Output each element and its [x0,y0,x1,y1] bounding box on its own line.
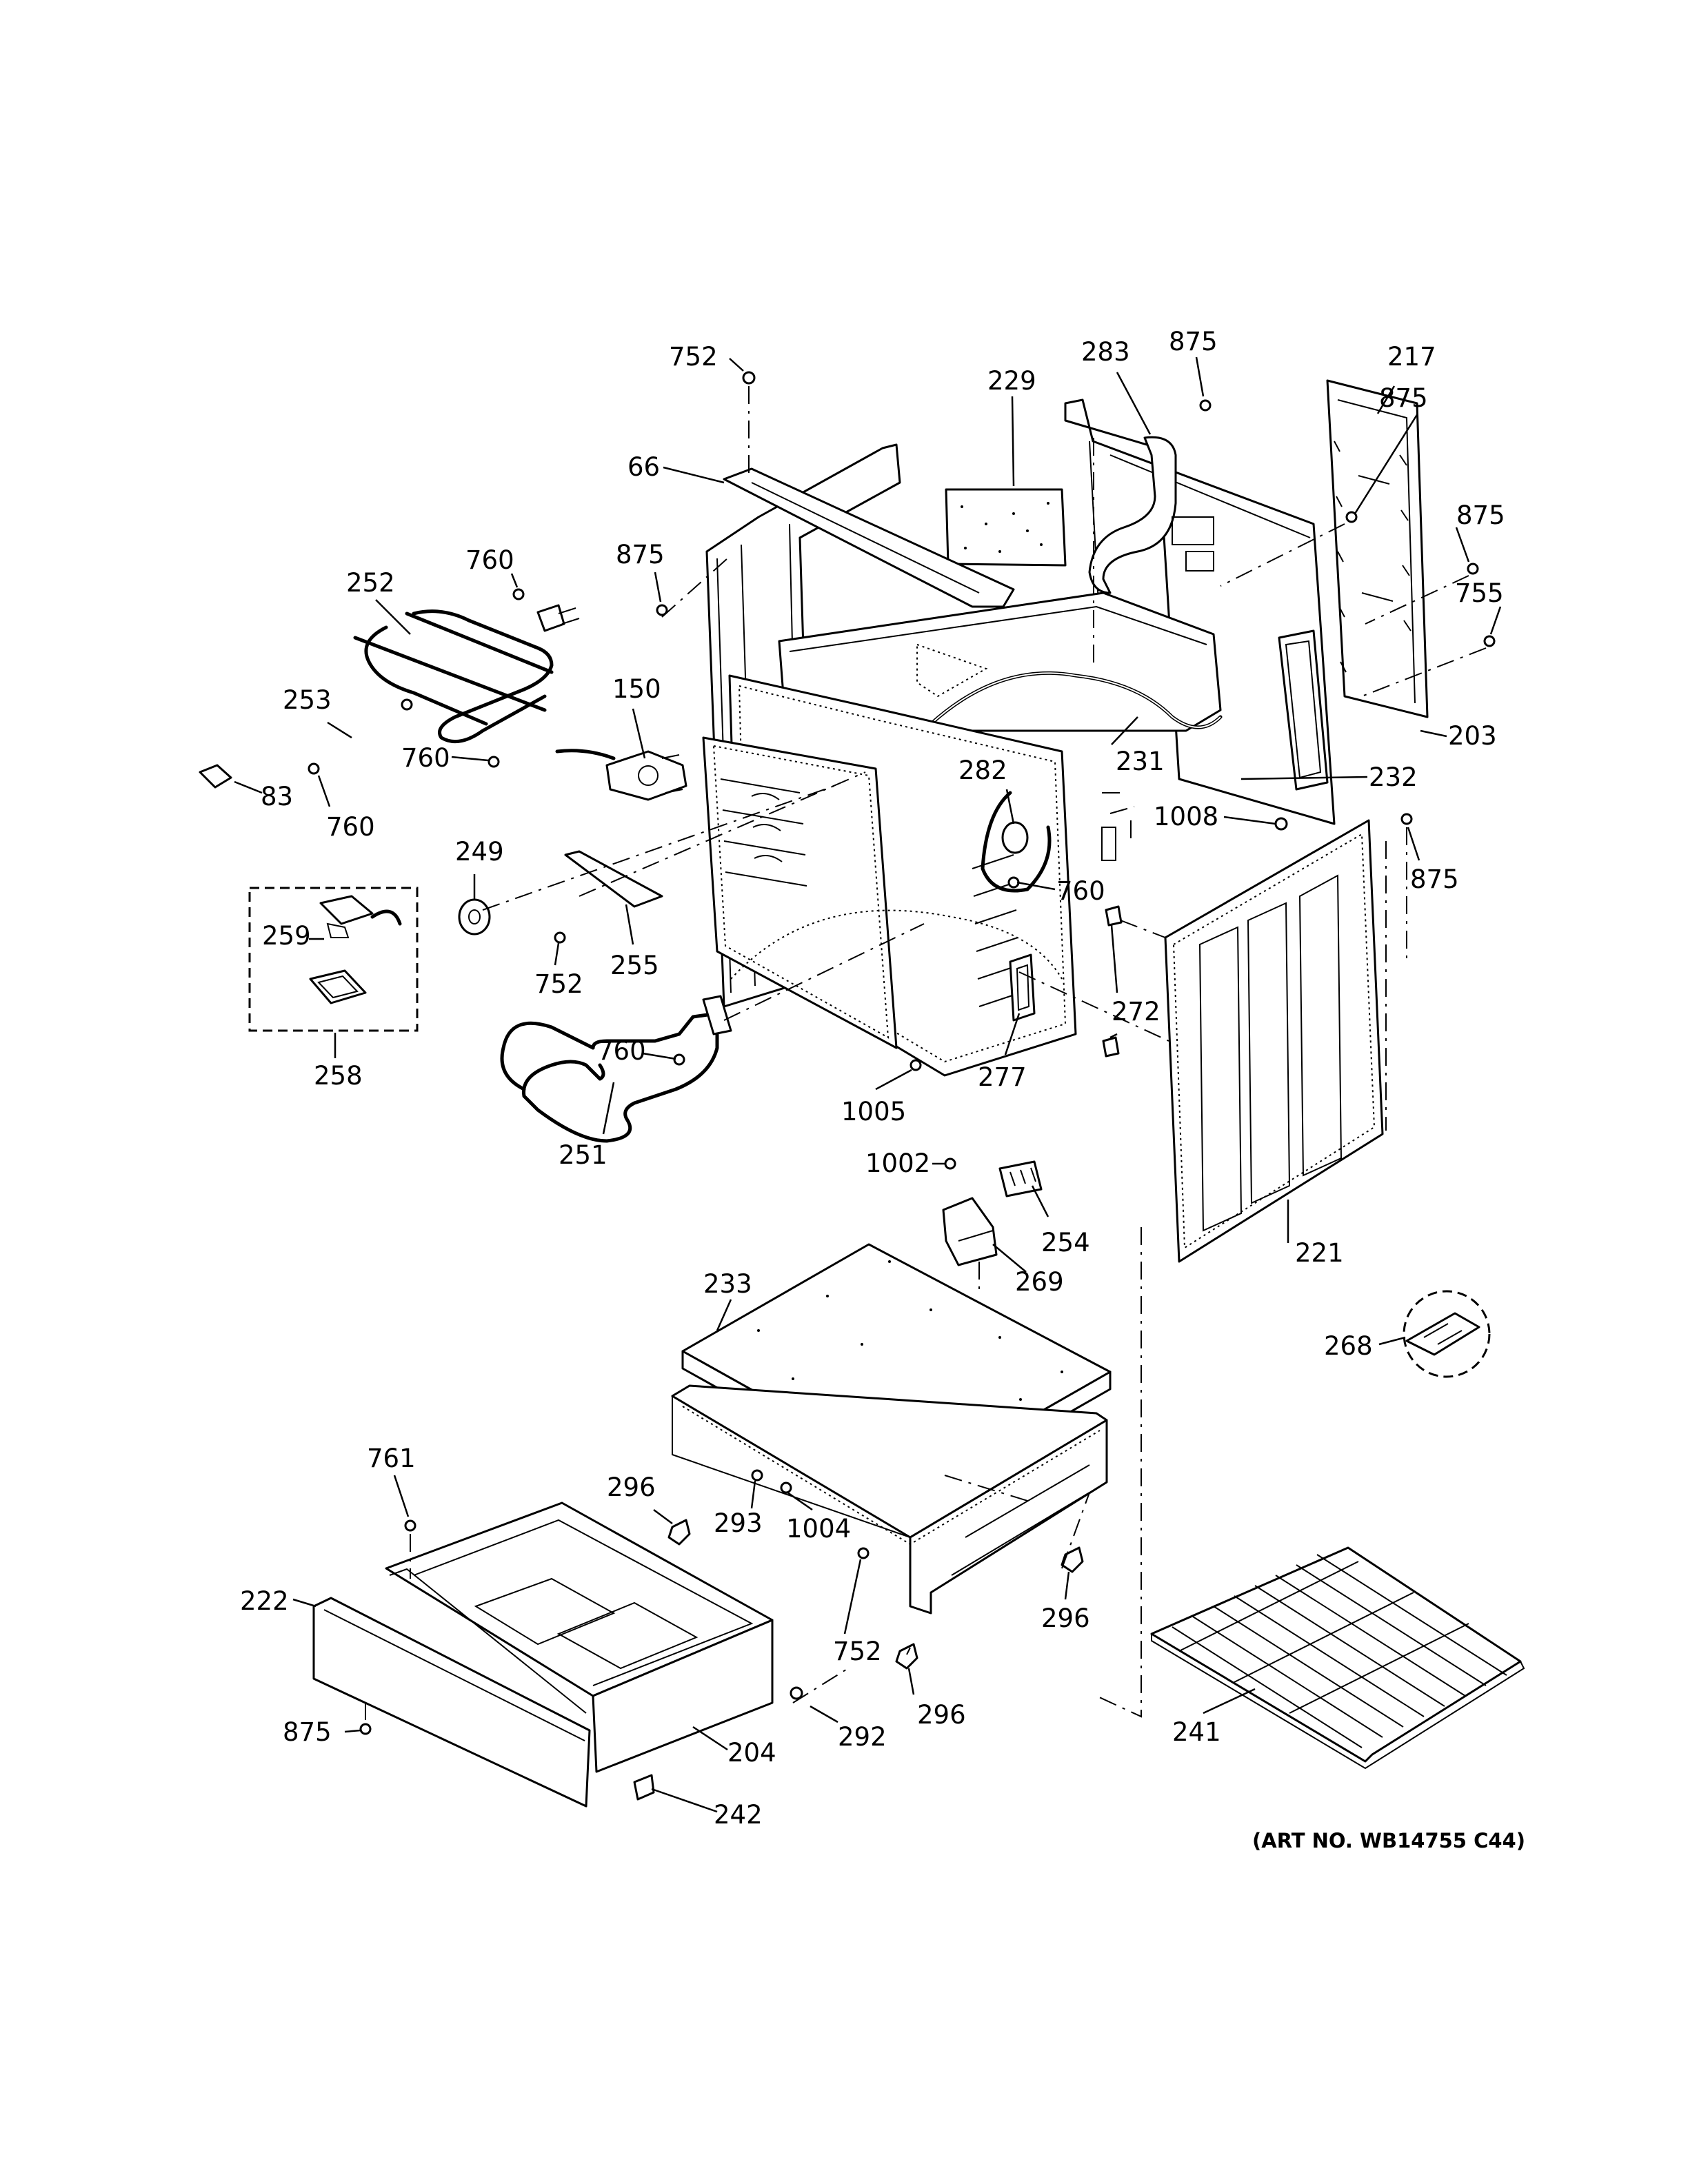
callout-label: 761 [367,1444,416,1473]
oven-sensor [555,749,687,801]
callout-label: 875 [1410,865,1459,894]
callout-label: 875 [1169,327,1218,356]
side-panel [1164,819,1384,1263]
callout-label: 752 [669,342,718,372]
leader-lines [234,356,1502,1813]
callout-label: 1005 [841,1097,906,1126]
broil-element [353,604,580,744]
callout-label: 875 [1456,501,1505,530]
part-83 [199,764,232,789]
bracket-269 [942,1197,998,1266]
callout-label: 255 [610,951,659,980]
terminal-block [981,791,1052,893]
callout-label: 272 [1112,997,1160,1027]
callout-label: 150 [612,674,661,704]
callout-label: 875 [283,1717,332,1747]
storage-drawer [385,1502,774,1773]
callout-label: 252 [346,568,395,598]
callout-label: 283 [1081,337,1130,367]
callout-label: 755 [1455,578,1504,608]
callout-label: 875 [1379,383,1428,413]
callout-label: 293 [714,1508,763,1538]
callout-label: 217 [1387,342,1436,372]
fasteners [308,371,1496,1801]
oven-rack [1150,1546,1525,1770]
art-number: (ART NO. WB14755 C44) [1252,1829,1525,1852]
callout-label: 760 [597,1036,646,1066]
light-kit-box [248,887,419,1032]
bracket-255 [564,850,663,908]
callout-label: 254 [1041,1228,1090,1257]
callout-label: 251 [559,1140,607,1170]
callout-label: 222 [240,1586,289,1616]
drawer-support-frame [671,1384,1108,1615]
top-frame [723,467,1015,608]
oven-liner [702,674,1116,1077]
terminal-bracket [1009,953,1036,1022]
callout-label: 221 [1295,1238,1344,1268]
callout-label: 296 [607,1473,656,1502]
callout-label: 760 [401,743,450,773]
back-panel [1326,379,1429,718]
callout-label: 66 [627,452,660,482]
callout-label: 277 [978,1062,1027,1092]
spacers [1102,905,1123,1058]
callout-label: 258 [314,1061,363,1091]
callout-label: 233 [703,1269,752,1299]
callout-label: 296 [1041,1604,1090,1633]
callout-labels: 752 229 283 875 217 875 66 875 875 760 2… [240,327,1505,1830]
callout-label: 232 [1369,762,1418,792]
wire-harness [929,671,1223,729]
callout-label: 296 [917,1700,966,1730]
callout-label: 875 [616,540,665,569]
assembly-lines [365,386,1487,1720]
part-268 [1403,1290,1491,1378]
callout-label: 1008 [1154,802,1218,831]
callout-label: 259 [262,921,311,951]
callout-label: 1004 [786,1514,851,1544]
drawer-front-panel [312,1568,591,1808]
oven-back-wall [1064,398,1336,825]
callout-label: 752 [534,969,583,999]
callout-label: 204 [727,1738,776,1768]
callout-label: 760 [465,545,514,575]
bracket-254 [998,1160,1043,1197]
callout-label: 268 [1324,1331,1373,1361]
bake-element [500,995,732,1143]
callout-label: 282 [958,756,1007,785]
callout-label: 253 [283,685,332,715]
callout-label: 292 [838,1722,887,1752]
callout-label: 242 [714,1800,763,1830]
grommet [458,898,491,936]
callout-label: 241 [1172,1717,1221,1747]
callout-label: 231 [1116,747,1165,776]
callout-label: 229 [987,366,1036,396]
callout-label: 249 [455,837,504,867]
callout-label: 203 [1448,721,1497,751]
callout-label: 760 [326,812,375,842]
insulation-blanket [945,488,1067,567]
callout-label: 1002 [865,1149,930,1178]
callout-label: 83 [261,782,293,811]
callout-label: 760 [1056,876,1105,906]
callout-label: 752 [833,1637,882,1666]
callout-label: 269 [1015,1267,1064,1297]
